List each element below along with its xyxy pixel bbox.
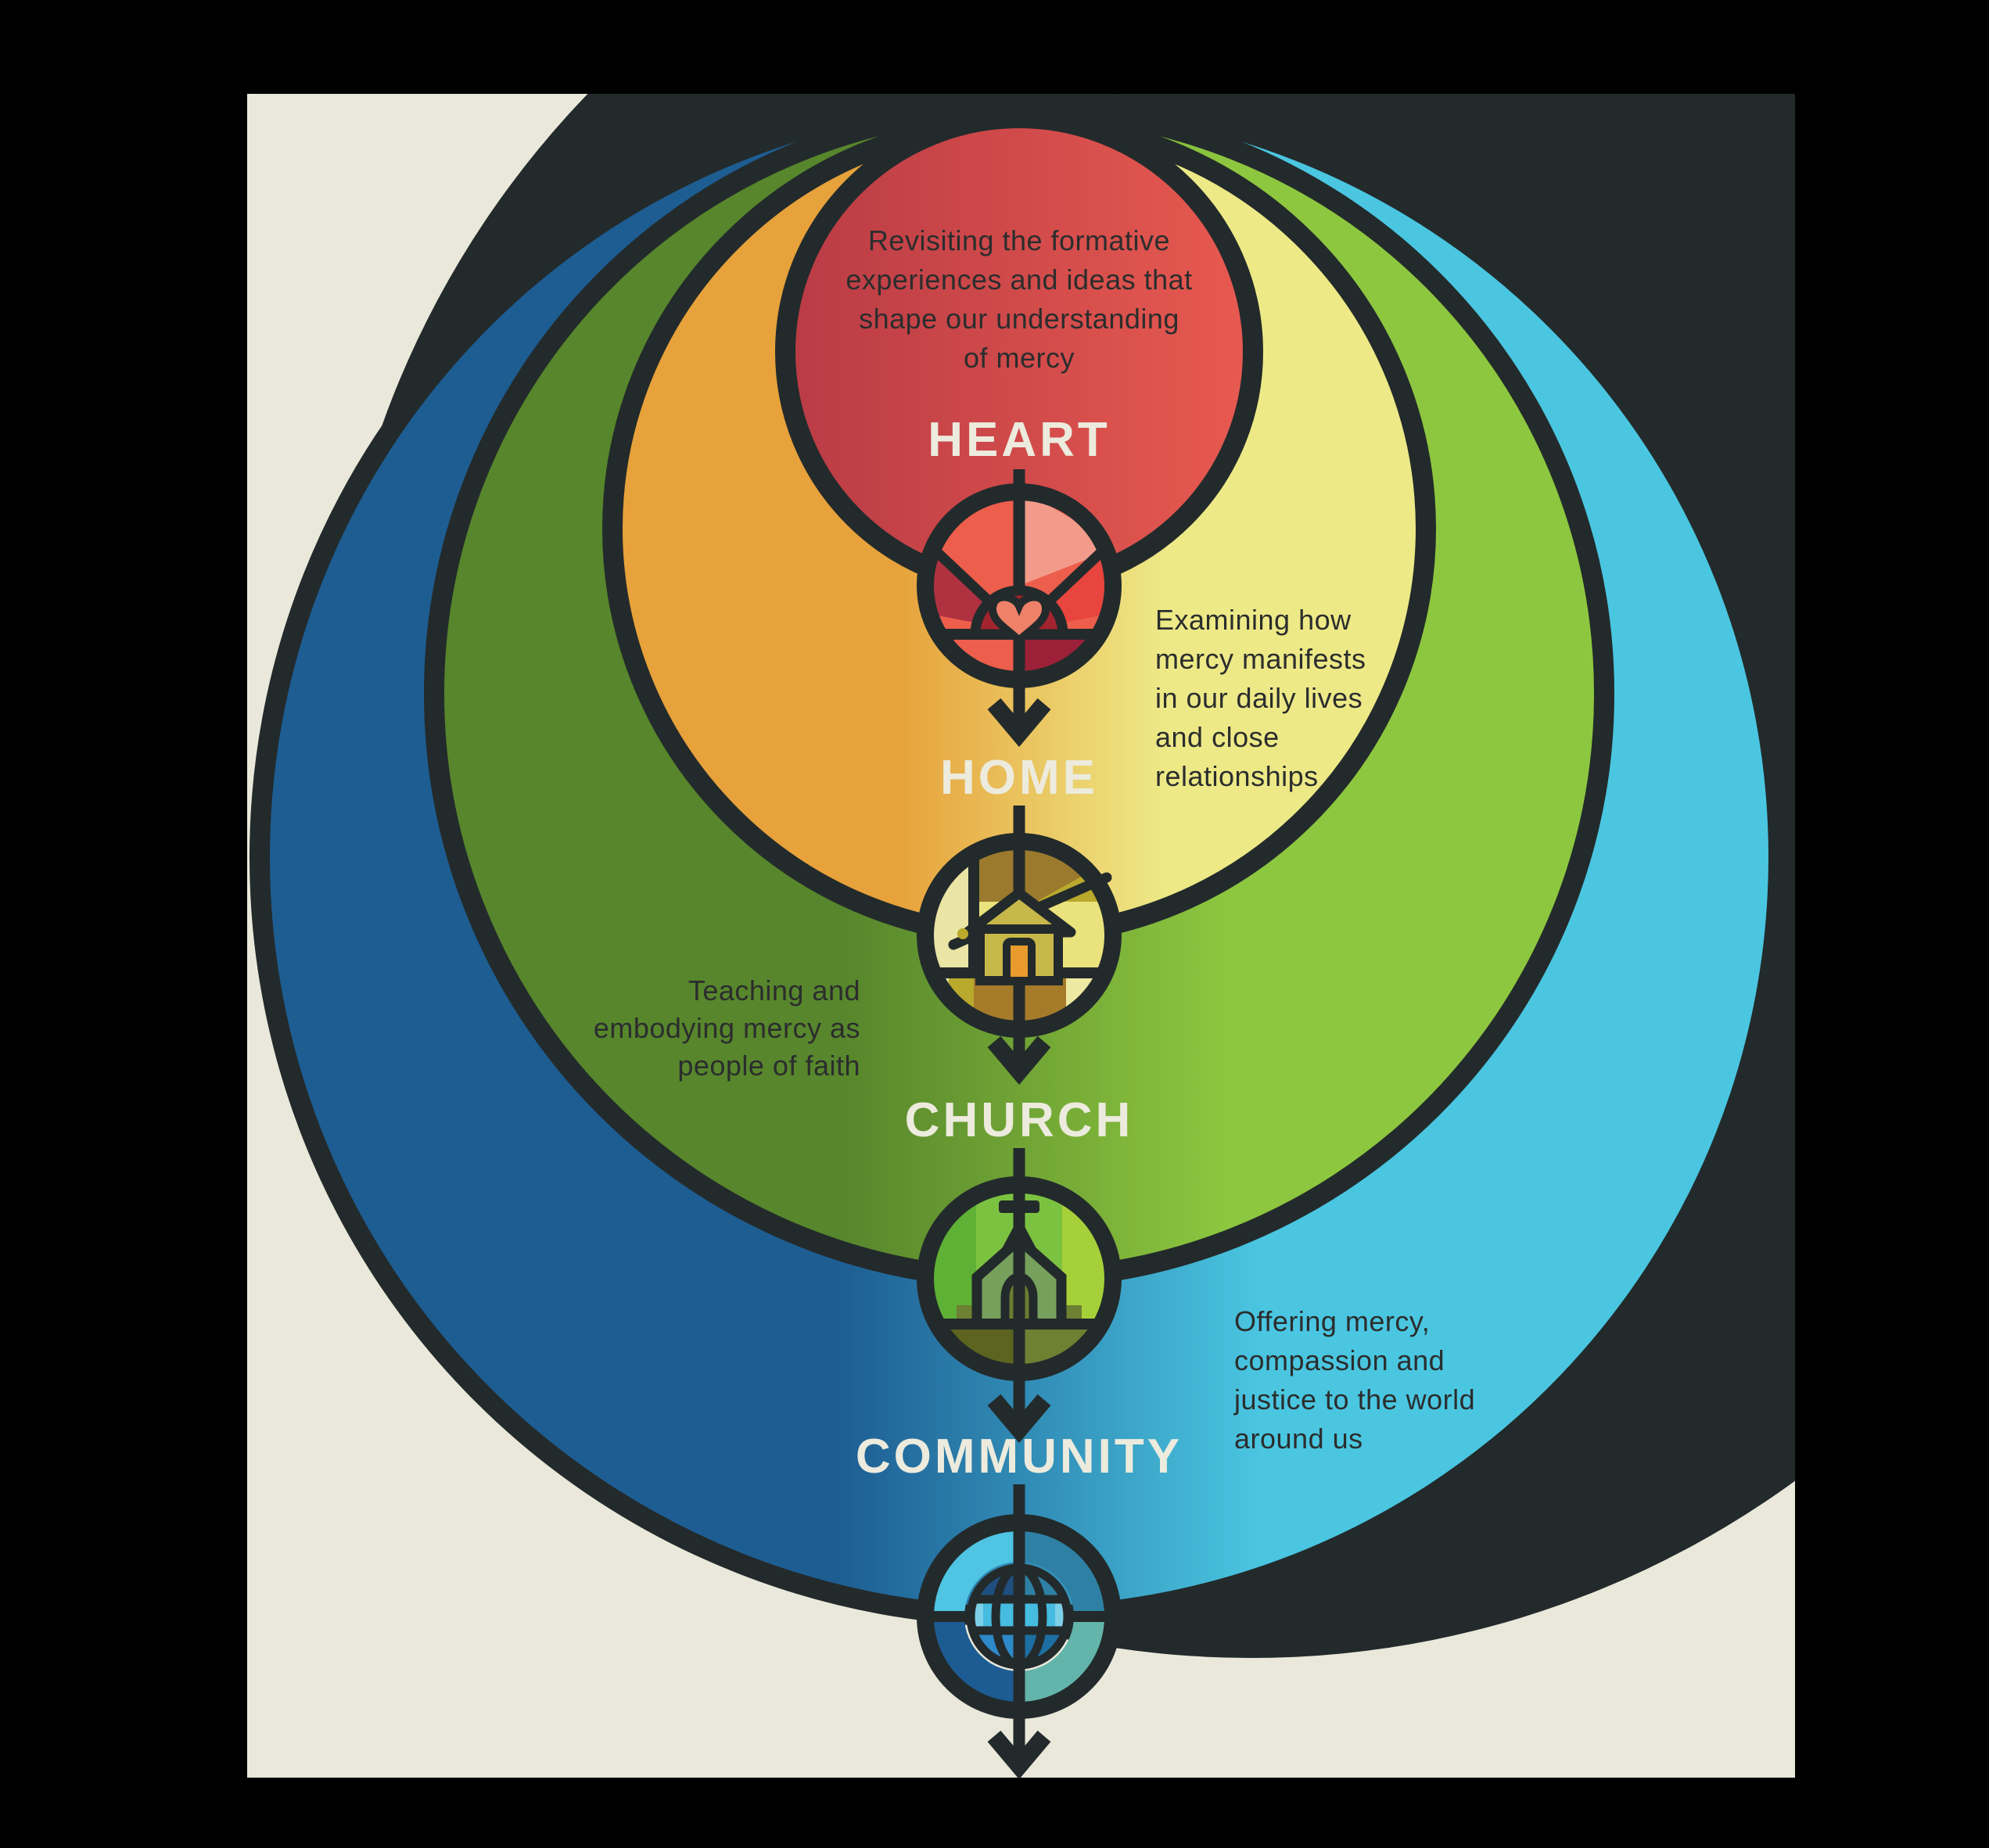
church-description-line: embodying mercy as — [594, 1012, 860, 1044]
church-icon-ring — [917, 1176, 1122, 1381]
community-description: Offering mercy, compassion and justice t… — [1233, 1305, 1475, 1455]
community-description-line: Offering mercy, — [1234, 1305, 1430, 1337]
home-title: HOME — [940, 751, 1098, 805]
heart-description-line: experiences and ideas that — [846, 264, 1192, 296]
community-description-line: justice to the world — [1233, 1383, 1475, 1416]
home-description-line: and close — [1155, 721, 1280, 753]
community-description-line: around us — [1234, 1423, 1363, 1455]
heart-description-line: Revisiting the formative — [868, 224, 1170, 257]
church-title: CHURCH — [905, 1093, 1134, 1147]
heart-icon-emblem — [970, 585, 1068, 647]
community-title: COMMUNITY — [856, 1430, 1183, 1484]
heart-title: HEART — [928, 413, 1111, 467]
heart-description-line: of mercy — [964, 342, 1075, 374]
home-description: Examining how mercy manifests in our dai… — [1155, 604, 1366, 792]
heart-description-line: shape our understanding — [859, 303, 1179, 335]
heart-icon-ring — [917, 483, 1122, 688]
home-icon-ring — [917, 833, 1122, 1038]
home-description-line: relationships — [1155, 760, 1319, 792]
church-description-line: people of faith — [677, 1050, 860, 1082]
home-description-line: Examining how — [1155, 604, 1352, 636]
church-description: Teaching and embodying mercy as people o… — [594, 974, 860, 1082]
community-description-line: compassion and — [1234, 1344, 1445, 1376]
home-description-line: mercy manifests — [1155, 643, 1366, 675]
church-description-line: Teaching and — [688, 974, 860, 1007]
globe-icon-ring — [917, 1514, 1122, 1719]
home-description-line: in our daily lives — [1155, 682, 1363, 714]
home-icon-emblem — [948, 872, 1112, 985]
heart-description: Revisiting the formative experiences and… — [846, 224, 1192, 374]
